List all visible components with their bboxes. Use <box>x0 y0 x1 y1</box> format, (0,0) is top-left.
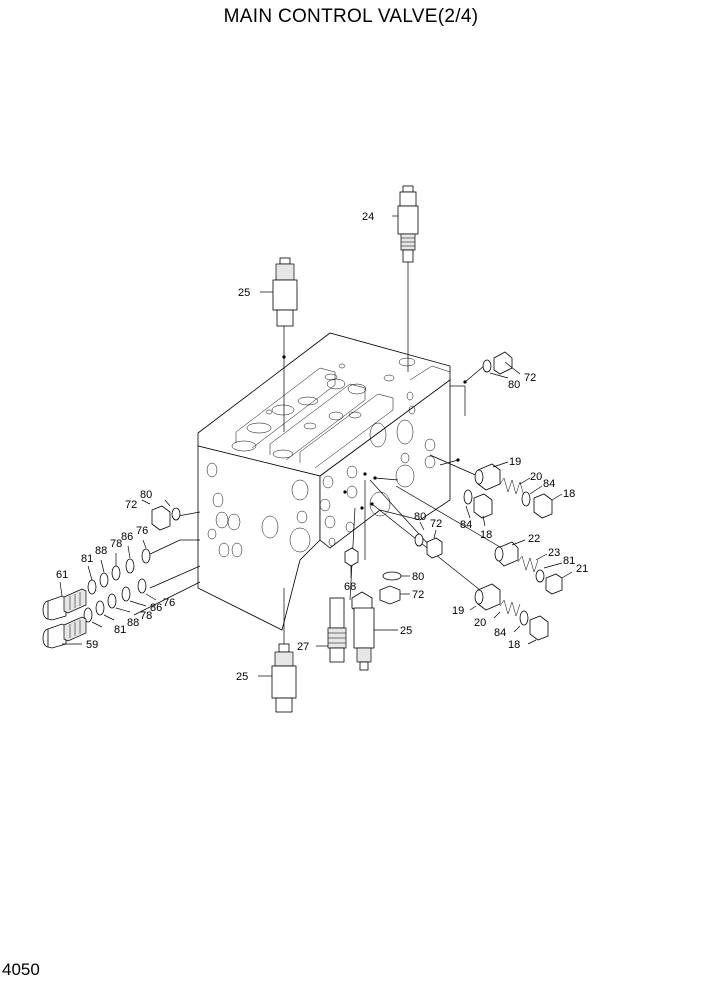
part-80-72-mid-plug <box>414 521 443 559</box>
part-20-spring-upper <box>499 477 531 497</box>
callout-80-lower: 80 <box>412 571 424 583</box>
part-18-plug-upper <box>533 493 563 519</box>
callout-61: 61 <box>56 569 68 581</box>
part-81-21-plug <box>535 562 573 595</box>
callout-24: 24 <box>362 211 374 223</box>
part-84-oring-upper <box>521 485 543 507</box>
part-80-72-left-plug <box>141 499 181 531</box>
callout-22: 22 <box>528 533 540 545</box>
part-23-spring <box>517 553 548 573</box>
callout-25-bottom: 25 <box>236 671 248 683</box>
part-80-72-lower-plug <box>379 571 410 605</box>
callout-25-top: 25 <box>238 287 250 299</box>
part-27-plug <box>316 597 347 663</box>
callout-81-right: 81 <box>563 555 575 567</box>
callout-labels: 24 25 72 80 19 20 84 18 84 18 80 72 22 2… <box>56 211 588 683</box>
callout-18-lower: 18 <box>508 639 520 651</box>
callout-78-left-upper: 78 <box>110 538 122 550</box>
callout-78-left-lower: 78 <box>140 610 152 622</box>
part-24-relief-valve <box>392 185 419 263</box>
callout-76-left-upper: 76 <box>136 525 148 537</box>
leader-lines <box>133 262 501 644</box>
part-20-spring-lower <box>493 599 521 619</box>
callout-84-upper: 84 <box>543 478 555 490</box>
part-22-spool <box>494 539 526 567</box>
part-84-18-mid <box>463 489 493 527</box>
part-19-spool-lower <box>469 583 501 611</box>
callout-18-mid: 18 <box>480 529 492 541</box>
callout-19-upper: 19 <box>509 456 521 468</box>
part-left-seal-stack-lower <box>83 578 157 628</box>
callout-81-left-upper: 81 <box>81 553 93 565</box>
part-61-spool-cap <box>42 581 87 621</box>
part-25-bottom-relief-valve <box>258 643 297 713</box>
callout-27: 27 <box>297 641 309 653</box>
part-25-top-relief-valve <box>260 257 298 327</box>
callout-76-left-lower: 76 <box>163 597 175 609</box>
callout-68: 68 <box>344 581 356 593</box>
part-59-spool-cap <box>42 616 87 649</box>
callout-25-mid: 25 <box>400 625 412 637</box>
callout-21: 21 <box>576 563 588 575</box>
part-left-seal-stack-upper <box>87 539 151 595</box>
callout-72-top: 72 <box>524 372 536 384</box>
callout-80-left: 80 <box>140 489 152 501</box>
valve-body <box>197 332 451 631</box>
part-25-mid-relief-valve <box>351 591 398 671</box>
callout-20-upper: 20 <box>530 471 542 483</box>
callout-88-left-upper: 88 <box>95 545 107 557</box>
callout-86-left-upper: 86 <box>121 531 133 543</box>
callout-84-lower: 84 <box>494 627 506 639</box>
callout-19-lower: 19 <box>452 605 464 617</box>
callout-20-lower: 20 <box>474 617 486 629</box>
junction-dots <box>282 355 467 510</box>
callout-72-mid: 72 <box>430 518 442 530</box>
callout-84-mid: 84 <box>460 519 472 531</box>
page-number: 4050 <box>2 960 40 979</box>
callout-80-top: 80 <box>508 379 520 391</box>
callout-72-lower: 72 <box>412 589 424 601</box>
part-68-fitting <box>344 547 359 578</box>
callout-88-left-lower: 88 <box>127 617 139 629</box>
part-19-spool-upper <box>474 461 509 491</box>
callout-59: 59 <box>86 639 98 651</box>
callout-72-left: 72 <box>125 499 137 511</box>
callout-18-upper: 18 <box>563 488 575 500</box>
page-title: MAIN CONTROL VALVE(2/4) <box>223 6 479 27</box>
callout-81-left-lower: 81 <box>114 624 126 636</box>
part-84-18-lower <box>513 610 549 645</box>
callout-23: 23 <box>548 547 560 559</box>
callout-86-left-lower: 86 <box>150 602 162 614</box>
callout-80-mid: 80 <box>414 511 426 523</box>
part-72-80-top-plug <box>482 351 521 379</box>
